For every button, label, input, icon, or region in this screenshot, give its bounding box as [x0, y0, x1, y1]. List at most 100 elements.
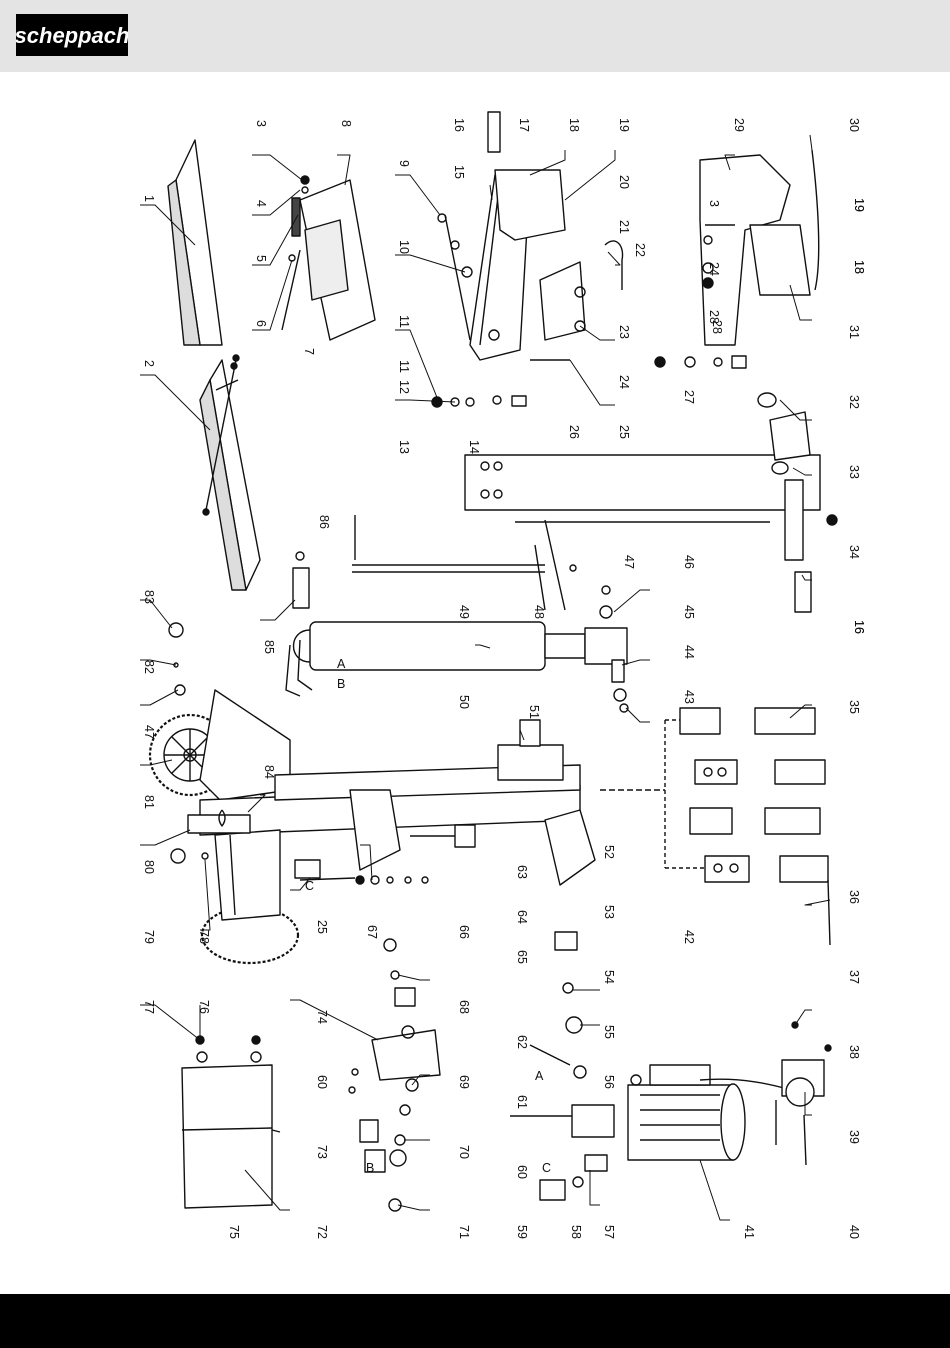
part-number-label: 59	[515, 1225, 529, 1239]
part-number-label: 24	[707, 262, 721, 276]
logo-wordmark: scheppach	[16, 23, 128, 48]
part-number-label: 63	[515, 865, 529, 879]
part-number-label: 50	[457, 695, 471, 709]
part-clamp-23	[530, 240, 624, 361]
part-number-label: 44	[682, 645, 696, 659]
part-number-label: 13	[397, 440, 411, 454]
part-number-label: 36	[847, 890, 861, 904]
part-number-label: 84	[262, 765, 276, 779]
connector-letter: A	[337, 657, 346, 671]
part-number-label: 7	[302, 348, 316, 355]
exploded-parts-diagram: A B C A B C 1234567891011121314151617181…	[140, 111, 866, 1239]
page-footer	[0, 1294, 950, 1348]
part-number-label: 32	[847, 395, 861, 409]
part-number-label: 45	[682, 605, 696, 619]
part-number-label: 46	[682, 555, 696, 569]
part-number-label: 79	[142, 930, 156, 944]
part-number-label: 31	[847, 325, 861, 339]
part-number-label: 2	[142, 360, 156, 367]
part-cover-75	[181, 1035, 281, 1209]
part-number-label: 42	[682, 930, 696, 944]
part-number-label: 18	[567, 118, 581, 132]
part-number-label: 19	[852, 198, 866, 212]
part-number-label: 16	[852, 620, 866, 634]
part-number-label: 19	[617, 118, 631, 132]
part-number-label: 18	[852, 260, 866, 274]
part-number-label: 8	[339, 120, 353, 127]
connector-letter: C	[305, 879, 314, 893]
part-number-label: 70	[457, 1145, 471, 1159]
part-number-label: 66	[457, 925, 471, 939]
part-bracket-8	[281, 175, 376, 341]
part-number-label: 61	[515, 1095, 529, 1109]
part-number-label: 1	[142, 195, 156, 202]
part-number-label: 85	[262, 640, 276, 654]
part-number-label: 57	[602, 1225, 616, 1239]
part-number-label: 51	[527, 705, 541, 719]
part-number-label: 16	[452, 118, 466, 132]
part-number-label: 64	[515, 910, 529, 924]
part-number-label: 86	[317, 515, 331, 529]
part-number-label: 25	[315, 920, 329, 934]
part-number-label: 24	[617, 375, 631, 389]
page-header: scheppach	[0, 0, 950, 72]
part-number-label: 11	[397, 315, 411, 328]
part-column-46	[464, 392, 838, 613]
part-number-label: 76	[197, 1000, 211, 1014]
part-number-label: 37	[847, 970, 861, 984]
part-number-label: 33	[847, 465, 861, 479]
part-number-label: 21	[617, 220, 631, 234]
part-switch-39	[775, 1021, 832, 1166]
part-number-label: 25	[617, 425, 631, 439]
part-number-label: 78	[197, 930, 211, 944]
part-number-label: 10	[397, 240, 411, 254]
part-number-label: 68	[457, 1000, 471, 1014]
part-pump-fittings	[510, 931, 615, 1201]
part-motor-41	[627, 1064, 796, 1161]
scheppach-logo: scheppach	[16, 14, 128, 56]
part-number-label: 52	[602, 845, 616, 859]
part-number-label: 17	[517, 118, 531, 132]
part-number-label: 47	[622, 555, 636, 569]
part-frame-base	[148, 622, 596, 965]
part-number-label: 60	[315, 1075, 329, 1089]
part-number-label: 80	[142, 860, 156, 874]
part-number-label: 53	[602, 905, 616, 919]
part-number-label: 81	[142, 795, 156, 809]
part-number-label: 83	[142, 590, 156, 604]
part-number-label: 19	[852, 198, 866, 212]
part-number-label: 41	[742, 1225, 756, 1239]
part-table-2	[199, 354, 261, 591]
part-plate-1	[167, 139, 223, 346]
part-number-label: 56	[602, 1075, 616, 1089]
part-number-label: 27	[682, 390, 696, 404]
part-number-label: 22	[633, 243, 647, 257]
part-number-label: 29	[732, 118, 746, 132]
part-number-label: 73	[315, 1145, 329, 1159]
part-number-label: 58	[569, 1225, 583, 1239]
part-number-label: 3	[254, 120, 268, 127]
part-number-label: 43	[682, 690, 696, 704]
part-number-label: 12	[397, 380, 411, 394]
part-number-label: 55	[602, 1025, 616, 1039]
part-number-label: 82	[142, 660, 156, 674]
part-plates-35-42	[600, 707, 831, 946]
connector-letters: A B C A B C	[305, 657, 551, 1175]
connector-letter: B	[366, 1161, 374, 1175]
part-number-label: 9	[397, 160, 411, 167]
part-number-label: 62	[515, 1035, 529, 1049]
part-number-label: 20	[617, 175, 631, 189]
part-number-label: 11	[397, 360, 411, 373]
part-number-label: 26	[567, 425, 581, 439]
part-number-label: 3	[707, 200, 721, 207]
part-number-label: 40	[847, 1225, 861, 1239]
part-number-label: 69	[457, 1075, 471, 1089]
part-number-label: 34	[847, 545, 861, 559]
part-lever-arm-15	[431, 111, 566, 408]
part-number-label: 72	[315, 1225, 329, 1239]
part-wedge-29	[654, 149, 820, 369]
part-valve-74	[348, 938, 441, 1212]
part-number-label: 16	[852, 620, 866, 634]
part-number-label: 28	[710, 320, 724, 334]
